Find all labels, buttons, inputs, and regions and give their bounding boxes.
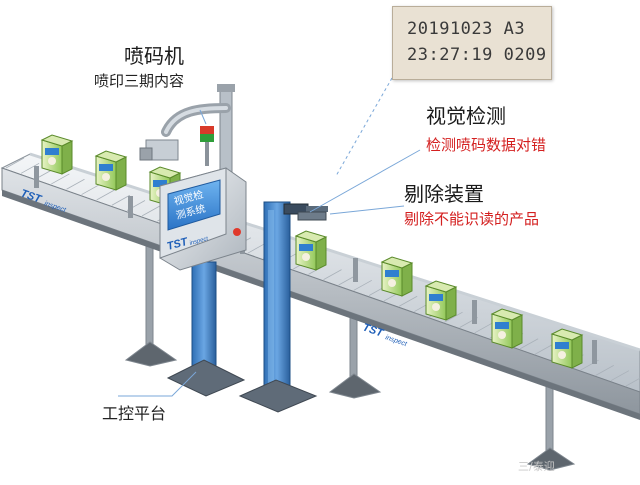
- product-box: [380, 256, 414, 297]
- roller-line: [610, 370, 630, 382]
- printer-title: 喷码机: [124, 44, 184, 68]
- roller-line: [519, 338, 539, 350]
- code-line-1: 20191023 A3: [407, 19, 526, 39]
- camera-column: [238, 201, 328, 413]
- roller-line: [51, 173, 70, 185]
- product-box: [424, 280, 458, 321]
- cabinet-screen: [167, 179, 221, 231]
- roller-line: [595, 365, 614, 376]
- reject-desc: 剔除不能识读的产品: [404, 210, 540, 228]
- roller-line: [247, 242, 267, 254]
- watermark: 三/泰迎: [518, 460, 555, 473]
- product-box: [550, 328, 584, 369]
- product-box: [40, 134, 74, 175]
- roller-line: [625, 377, 640, 387]
- vision-cabinet: 视觉检 测系统 TST inspect: [159, 167, 247, 397]
- vision-title: 视觉检测: [426, 104, 506, 128]
- roller-line: [20, 162, 40, 174]
- roller-line: [111, 194, 131, 206]
- conveyor: [0, 152, 640, 420]
- product-box: [294, 230, 328, 271]
- printed-code-sample: 20191023 A3 23:27:19 0209: [392, 6, 552, 80]
- signal-lamp-green: [200, 134, 214, 142]
- svg-text:inspect: inspect: [189, 236, 209, 247]
- product-box: [490, 308, 524, 349]
- platform-label: 工控平台: [102, 404, 167, 423]
- roller-line: [66, 178, 85, 190]
- roller-line: [96, 189, 115, 201]
- roller-line: [323, 269, 342, 281]
- printer-desc: 喷印三期内容: [94, 72, 185, 90]
- roller-line: [81, 184, 100, 195]
- roller-line: [353, 279, 372, 291]
- roller-line: [535, 343, 554, 355]
- roller-line: [474, 322, 493, 334]
- roller-line: [398, 295, 418, 307]
- vision-desc: 检测喷码数据对错: [426, 136, 547, 154]
- reject-device: [297, 211, 327, 221]
- emergency-button: [233, 228, 241, 236]
- product-boxes: [40, 134, 584, 369]
- roller-line: [141, 205, 161, 217]
- conveyor-legs: [124, 245, 576, 471]
- roller-line: [5, 157, 25, 169]
- callout-lines: [118, 77, 421, 397]
- svg-text:TST: TST: [166, 236, 190, 253]
- signal-lamp-red: [200, 126, 214, 134]
- roller-line: [444, 311, 463, 323]
- product-box: [94, 150, 128, 191]
- reject-title: 剔除装置: [404, 182, 484, 206]
- code-line-2: 23:27:19 0209: [407, 45, 547, 65]
